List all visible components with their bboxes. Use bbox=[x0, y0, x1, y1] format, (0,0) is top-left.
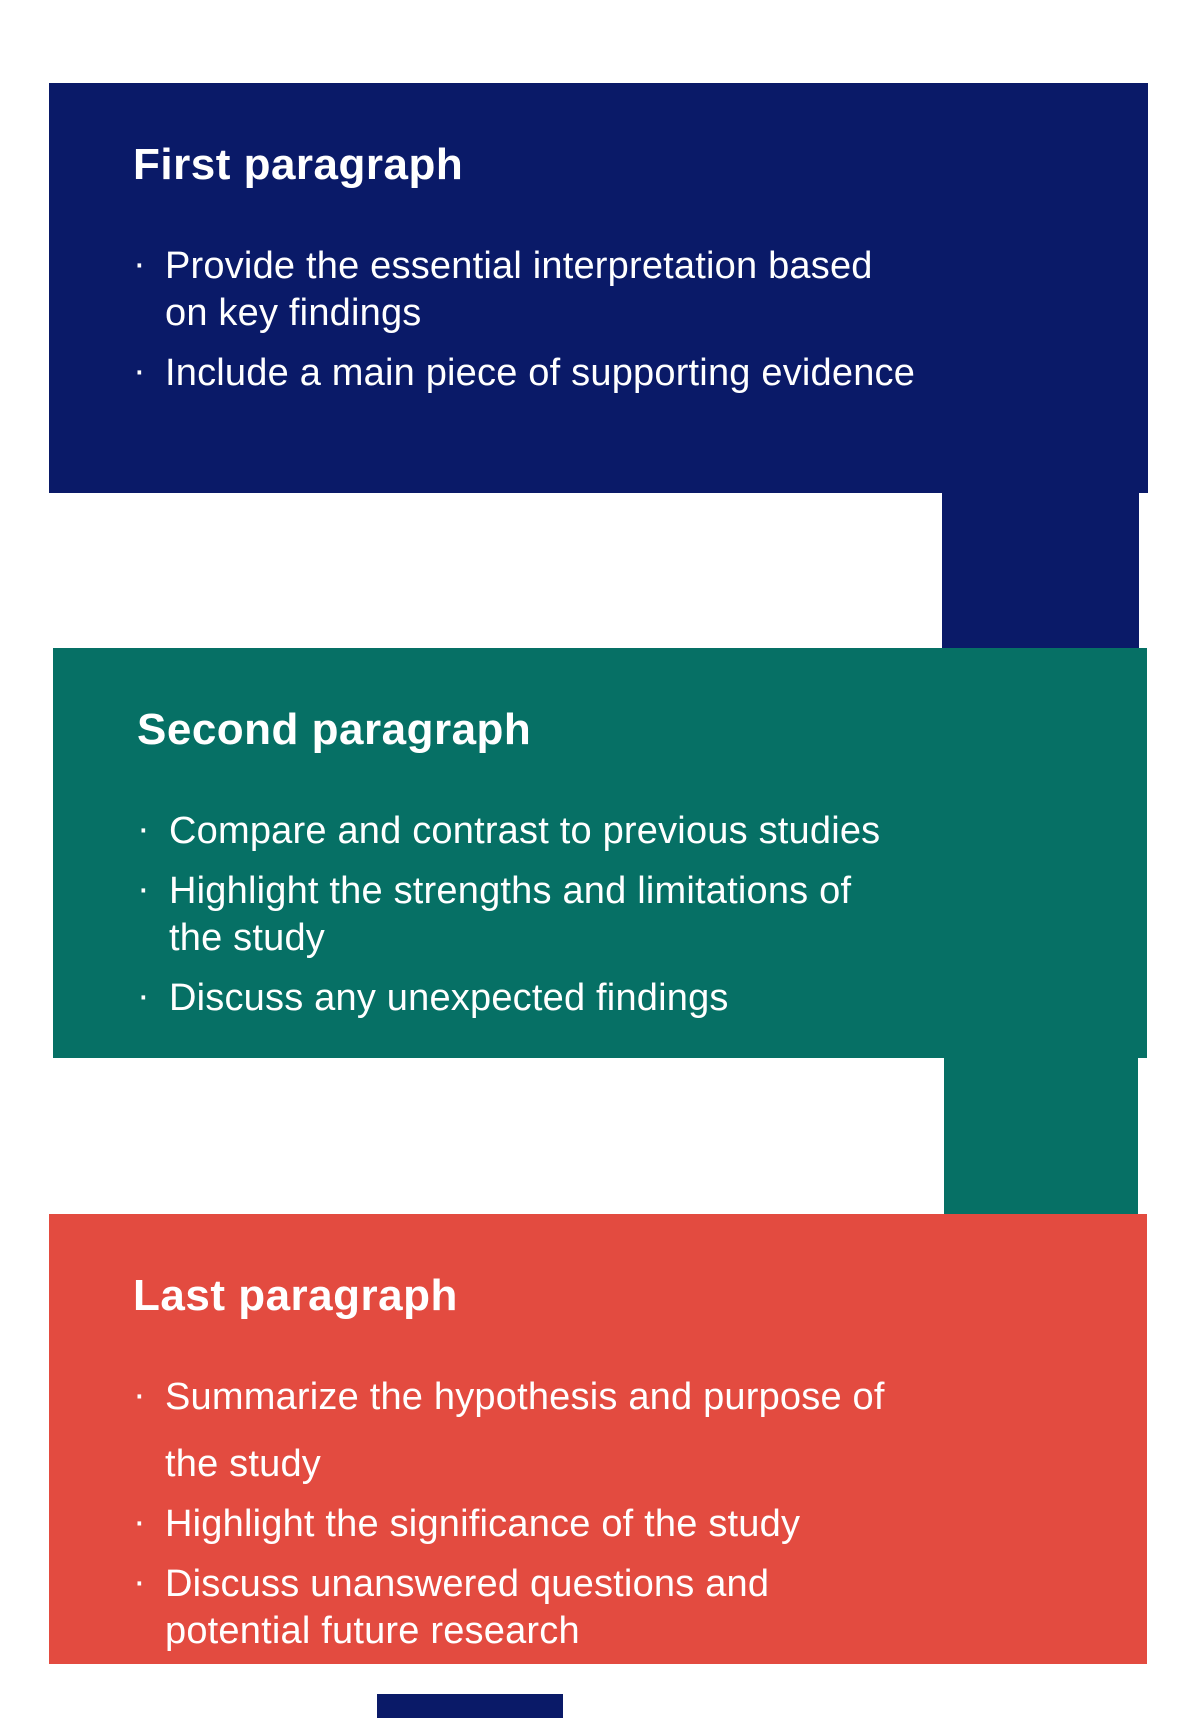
bullet-item: · Discuss unanswered questions and potenti… bbox=[133, 1561, 1107, 1655]
bullet-dot: · bbox=[137, 975, 150, 1017]
bullet-dot: · bbox=[137, 808, 150, 850]
bullet-dot: · bbox=[133, 1374, 146, 1416]
bullet-item: · Highlight the strengths and limitations… bbox=[137, 868, 1107, 962]
bullet-list-last-paragraph: · Summarize the hypothesis and purpose of… bbox=[133, 1374, 1107, 1655]
bullet-item: · Discuss any unexpected findings bbox=[137, 975, 1107, 1022]
block-title-second-paragraph: Second paragraph bbox=[137, 705, 532, 754]
bullet-item: · Provide the essential interpretation ba… bbox=[133, 243, 1108, 337]
bullet-line: the study bbox=[165, 1443, 322, 1485]
block-last-paragraph: Last paragraph · Summarize the hypothesis… bbox=[49, 1214, 1147, 1664]
bullet-dot: · bbox=[137, 868, 150, 910]
bullet-line: potential future research bbox=[165, 1610, 580, 1652]
next-section-peek-bar bbox=[377, 1694, 563, 1718]
bullet-dot: · bbox=[133, 1501, 146, 1543]
connector-bar-navy bbox=[942, 493, 1139, 649]
bullet-item: · Summarize the hypothesis and purpose of… bbox=[133, 1374, 1107, 1488]
block-title-last-paragraph: Last paragraph bbox=[133, 1271, 458, 1320]
bullet-line: Highlight the significance of the study bbox=[165, 1503, 801, 1545]
connector-bar-teal bbox=[944, 1058, 1138, 1215]
bullet-item: · Include a main piece of supporting evid… bbox=[133, 350, 1108, 397]
bullet-item: · Compare and contrast to previous studie… bbox=[137, 808, 1107, 855]
bullet-line: Discuss any unexpected findings bbox=[169, 977, 729, 1019]
bullet-dot: · bbox=[133, 1561, 146, 1603]
bullet-line: Summarize the hypothesis and purpose of bbox=[165, 1376, 885, 1418]
bullet-line: Include a main piece of supporting evide… bbox=[165, 352, 916, 394]
bullet-dot: · bbox=[133, 350, 146, 392]
block-first-paragraph: First paragraph · Provide the essential i… bbox=[49, 83, 1148, 493]
bullet-list-first-paragraph: · Provide the essential interpretation ba… bbox=[133, 243, 1108, 397]
bullet-line: the study bbox=[169, 917, 326, 959]
bullet-dot: · bbox=[133, 243, 146, 285]
bullet-line: Compare and contrast to previous studies bbox=[169, 810, 881, 852]
block-title-first-paragraph: First paragraph bbox=[133, 140, 464, 189]
bullet-line: on key findings bbox=[165, 292, 422, 334]
bullet-list-second-paragraph: · Compare and contrast to previous studie… bbox=[137, 808, 1107, 1022]
bullet-line: Discuss unanswered questions and bbox=[165, 1563, 770, 1605]
bullet-line: Provide the essential interpretation bas… bbox=[165, 245, 873, 287]
bullet-line: Highlight the strengths and limitations … bbox=[169, 870, 852, 912]
bullet-item: · Highlight the significance of the study bbox=[133, 1501, 1107, 1548]
block-second-paragraph: Second paragraph · Compare and contrast t… bbox=[53, 648, 1147, 1058]
